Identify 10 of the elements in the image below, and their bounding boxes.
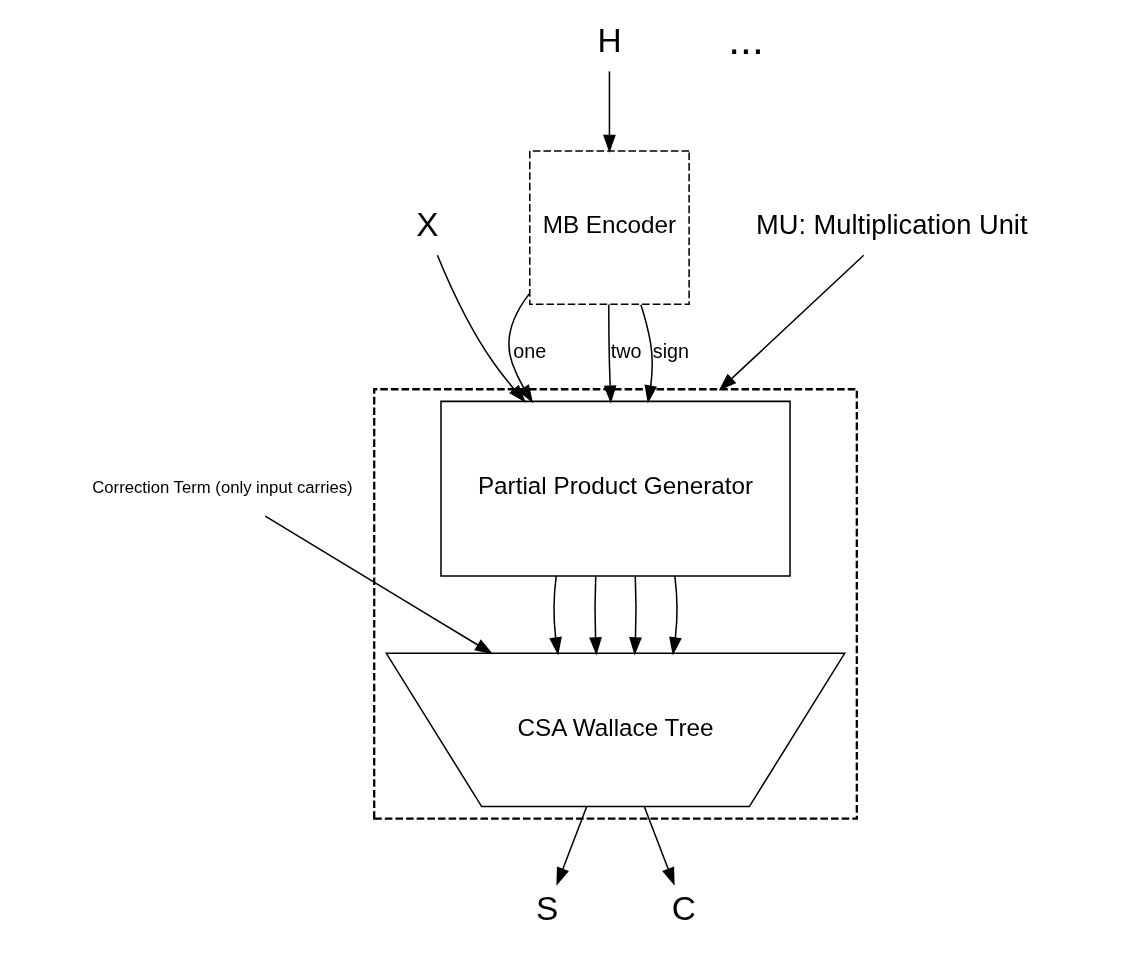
node-text: S <box>536 889 559 927</box>
edge-label: one <box>513 339 547 362</box>
label: ... <box>728 16 764 64</box>
edge-label: two <box>610 339 642 362</box>
node-text: MU: Multiplication Unit <box>755 209 1028 241</box>
node-text: H <box>597 22 622 60</box>
node-text: X <box>416 206 439 244</box>
node-text: Correction Term (only input carries) <box>92 477 353 497</box>
edge-label: sign <box>652 339 689 362</box>
node-text: C <box>671 889 696 927</box>
